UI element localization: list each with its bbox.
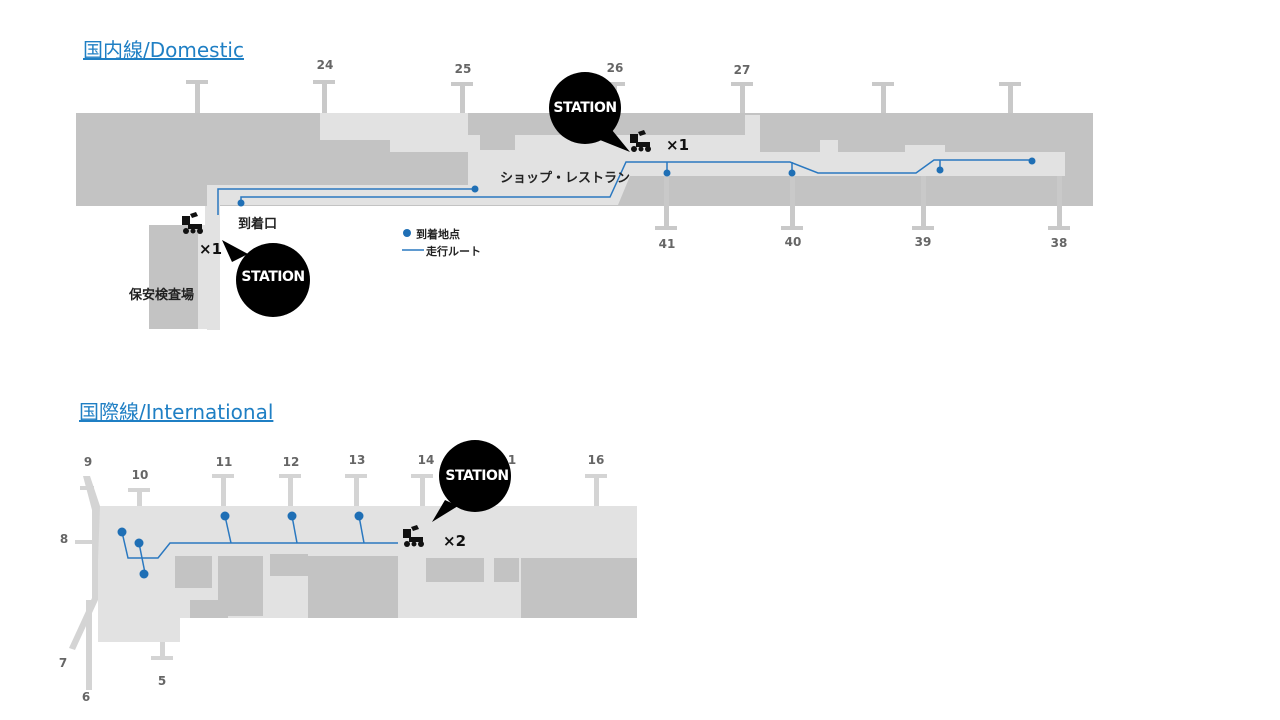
legend-dot-icon (403, 229, 411, 237)
station-label: STATION (241, 269, 305, 285)
intl-route (121, 515, 398, 574)
gate-number: 39 (914, 235, 932, 249)
gate-number: 38 (1050, 236, 1068, 250)
vehicle-count: ×1 (666, 136, 690, 154)
gate-number: 5 (157, 674, 167, 688)
domestic-arrival-points (237, 157, 1036, 207)
gate-number: 27 (733, 63, 751, 77)
gate-number: 13 (348, 453, 366, 467)
station-bubble-domestic-1 (549, 72, 630, 152)
vehicle-icon (182, 212, 203, 234)
gate-number: 40 (784, 235, 802, 249)
gate-number: 12 (282, 455, 300, 469)
gate-number: 1 (507, 453, 517, 467)
intl-gate-bridges (69, 474, 607, 690)
gate-number: 8 (59, 532, 69, 546)
gate-number: 9 (83, 455, 93, 469)
station-bubble-domestic-2 (222, 240, 310, 317)
vehicle-count: ×2 (443, 532, 467, 550)
gate-number: 10 (131, 468, 149, 482)
gate-number: 41 (658, 237, 676, 251)
arrival-gate-label: 到着口 (238, 217, 278, 232)
station-label: STATION (445, 468, 509, 484)
gate-number: 6 (81, 690, 91, 704)
station-label: STATION (553, 100, 617, 116)
domestic-gate-bridges-top (186, 80, 1021, 113)
gate-number: 24 (316, 58, 334, 72)
domestic-terminal (76, 113, 1093, 330)
international-title: 国際線/International (79, 400, 274, 424)
gate-number: 16 (587, 453, 605, 467)
intl-arrival-points (117, 511, 364, 579)
legend-arrival-point: 到着地点 (416, 228, 460, 241)
shops-label: ショップ・レストラン (500, 171, 631, 186)
domestic-title: 国内線/Domestic (83, 38, 244, 62)
security-label: 保安検査場 (129, 288, 195, 303)
station-bubble-intl (432, 440, 511, 522)
gate-number: 25 (454, 62, 472, 76)
gate-number: 26 (606, 61, 624, 75)
legend-route: 走行ルート (426, 245, 481, 258)
domestic-route (217, 159, 1032, 215)
gate-number: 11 (215, 455, 233, 469)
domestic-gate-bridges-bottom (655, 176, 1070, 230)
gate-number: 7 (58, 656, 68, 670)
gate-number: 14 (417, 453, 435, 467)
vehicle-count: ×1 (199, 240, 223, 258)
international-terminal (98, 506, 637, 642)
